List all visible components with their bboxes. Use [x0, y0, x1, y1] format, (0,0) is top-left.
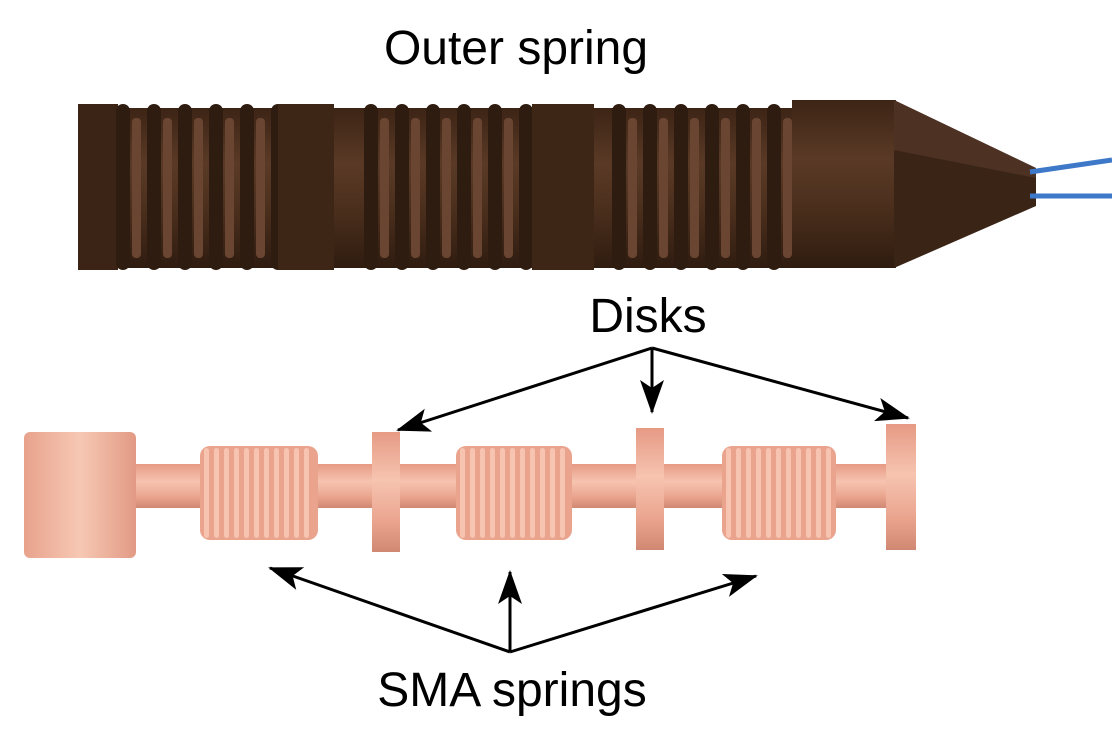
sma-coil-turn — [560, 448, 565, 538]
sma-arrow-right — [509, 573, 758, 654]
sma-coil-turn — [204, 448, 209, 538]
wire-icon — [1029, 157, 1112, 199]
coil-turn — [519, 104, 533, 270]
sma-coil-turn — [540, 448, 545, 538]
disks-arrow-left — [396, 346, 653, 432]
sma-coil-turn — [510, 448, 515, 538]
sma-coil-turn — [490, 448, 495, 538]
coil-gap — [132, 118, 141, 258]
sma-coil-turn — [776, 448, 781, 538]
outer-spring-label: Outer spring — [384, 22, 648, 75]
sma-coil-turn — [530, 448, 535, 538]
coil-turn — [643, 104, 657, 270]
coil-turn — [147, 104, 161, 270]
sma-coil-turn — [816, 448, 821, 538]
sma-coil-turn — [264, 448, 269, 538]
coil-gap — [628, 118, 637, 258]
disks-arrows — [396, 346, 910, 432]
sma-coil-turn — [214, 448, 219, 538]
sma-coil-turn — [470, 448, 475, 538]
sma-coil-turn — [550, 448, 555, 538]
coil-turn — [488, 104, 502, 270]
coil-turn — [612, 104, 626, 270]
outer-spring-end-cylinder — [792, 100, 896, 268]
sma-coil-turn — [304, 448, 309, 538]
sma-coil-turn — [500, 448, 505, 538]
sma-coil-turn — [520, 448, 525, 538]
coil-gap — [225, 118, 234, 258]
coil-gap — [659, 118, 668, 258]
left-end-cylinder — [24, 432, 136, 558]
coil-turn — [116, 104, 130, 270]
coil-gap — [411, 118, 420, 258]
sma-coil-turn — [460, 448, 465, 538]
sma-coil-turn — [254, 448, 259, 538]
sma-coil-turn — [234, 448, 239, 538]
sma-coil-turn — [806, 448, 811, 538]
sma-coil-turn — [284, 448, 289, 538]
outer-spring-illustration — [78, 100, 1112, 270]
outer-spring-left-cap — [78, 104, 118, 270]
coil-turn — [457, 104, 471, 270]
coil-turn — [209, 104, 223, 270]
coil-turn — [705, 104, 719, 270]
coil-gap — [721, 118, 730, 258]
coil-turn — [426, 104, 440, 270]
coil-gap — [473, 118, 482, 258]
sma-coil-turn — [826, 448, 831, 538]
sma-coil-turn — [786, 448, 791, 538]
coil-gap — [442, 118, 451, 258]
disks-label: Disks — [589, 290, 706, 343]
coil-gap — [504, 118, 513, 258]
coil-turn — [178, 104, 192, 270]
disks-arrow-right — [651, 346, 910, 422]
sma-coil-turn — [736, 448, 741, 538]
outer-spring-segment — [278, 104, 334, 270]
sma-coil-turn — [746, 448, 751, 538]
disk — [372, 432, 400, 552]
sma-coil-turn — [294, 448, 299, 538]
coil-turn — [240, 104, 254, 270]
coil-gap — [690, 118, 699, 258]
coil-turn — [674, 104, 688, 270]
coil-turn — [395, 104, 409, 270]
sma-arrow-left — [268, 566, 511, 654]
disk — [636, 428, 664, 550]
coil-turn — [364, 104, 378, 270]
coil-gap — [783, 118, 792, 258]
sma-coil-turn — [480, 448, 485, 538]
sma-assembly-illustration — [24, 424, 916, 558]
sma-spring-coils — [200, 446, 836, 540]
sma-coil-turn — [274, 448, 279, 538]
sma-springs-label: SMA springs — [377, 664, 646, 717]
sma-springs-arrows — [268, 566, 758, 654]
coil-turn — [736, 104, 750, 270]
coil-gap — [256, 118, 265, 258]
sma-coil-turn — [244, 448, 249, 538]
outer-spring-segment — [532, 104, 594, 270]
sma-coil-turn — [726, 448, 731, 538]
sma-coil-turn — [766, 448, 771, 538]
sma-coil-turn — [796, 448, 801, 538]
coil-gap — [163, 118, 172, 258]
coil-turn — [767, 104, 781, 270]
coil-gap — [752, 118, 761, 258]
coil-gap — [380, 118, 389, 258]
sma-coil-turn — [756, 448, 761, 538]
disk — [886, 424, 916, 550]
coil-gap — [194, 118, 203, 258]
sma-coil-turn — [224, 448, 229, 538]
